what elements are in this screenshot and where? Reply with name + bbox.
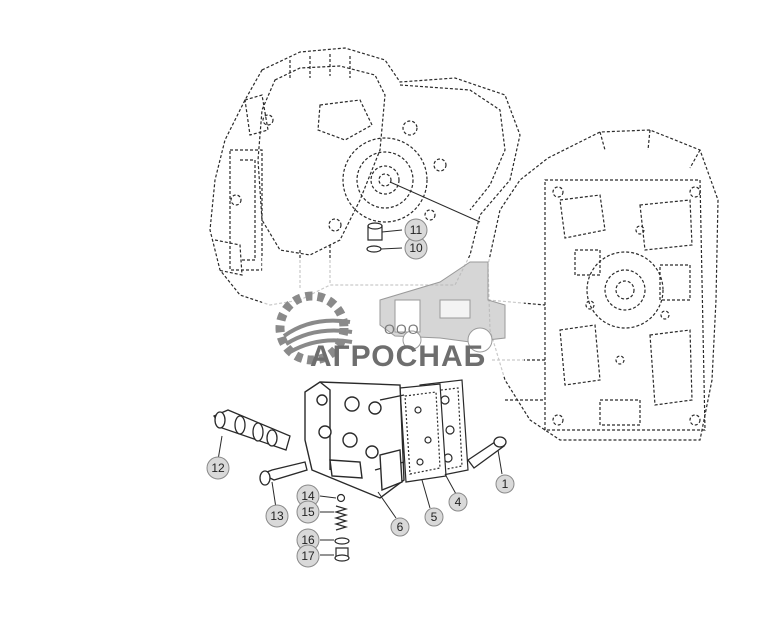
- callout-label: 11: [410, 223, 423, 237]
- callout-13: 13: [265, 504, 289, 528]
- washer-16: [334, 537, 350, 545]
- plug-11: [367, 222, 383, 241]
- callout-label: 4: [455, 495, 462, 509]
- callout-label: 12: [211, 461, 225, 475]
- separator-plate-5: [399, 383, 447, 483]
- valve-body-6: [304, 381, 405, 499]
- bolt-1: [467, 436, 507, 469]
- callout-label: 10: [409, 241, 423, 255]
- callout-17: 17: [296, 544, 320, 568]
- watermark-logo: ООО АГРОСНАБ: [262, 258, 524, 376]
- callout-label: 13: [270, 509, 284, 523]
- left-transmission-housing: [209, 47, 521, 306]
- callout-5: 5: [424, 507, 444, 527]
- leader-lines: [217, 229, 503, 556]
- callout-10: 10: [404, 236, 428, 260]
- callout-6: 6: [390, 517, 410, 537]
- callout-11: 11: [404, 218, 428, 242]
- callout-15: 15: [296, 500, 320, 524]
- watermark-gear-icon: [275, 291, 353, 365]
- leader-line-housing: [389, 181, 481, 223]
- plug-17: [334, 547, 350, 562]
- callout-12: 12: [206, 456, 230, 480]
- callout-label: 6: [397, 520, 404, 534]
- callout-label: 16: [301, 533, 315, 547]
- callout-1: 1: [495, 474, 515, 494]
- callout-label: 15: [301, 505, 315, 519]
- watermark-prefix: ООО: [384, 321, 420, 337]
- ball-14: [336, 493, 346, 503]
- watermark-harvester-icon: [379, 261, 506, 353]
- bolt-13: [259, 461, 308, 486]
- callout-label: 14: [301, 489, 315, 503]
- callout-label: 5: [431, 510, 438, 524]
- right-transmission-housing: [487, 129, 719, 441]
- callout-4: 4: [448, 492, 468, 512]
- callout-label: 1: [502, 477, 509, 491]
- watermark-brand: АГРОСНАБ: [310, 340, 486, 373]
- o-ring-10: [366, 245, 382, 253]
- valve-spool-12: [213, 409, 291, 451]
- spring-15: [333, 505, 349, 531]
- callout-label: 17: [301, 549, 315, 563]
